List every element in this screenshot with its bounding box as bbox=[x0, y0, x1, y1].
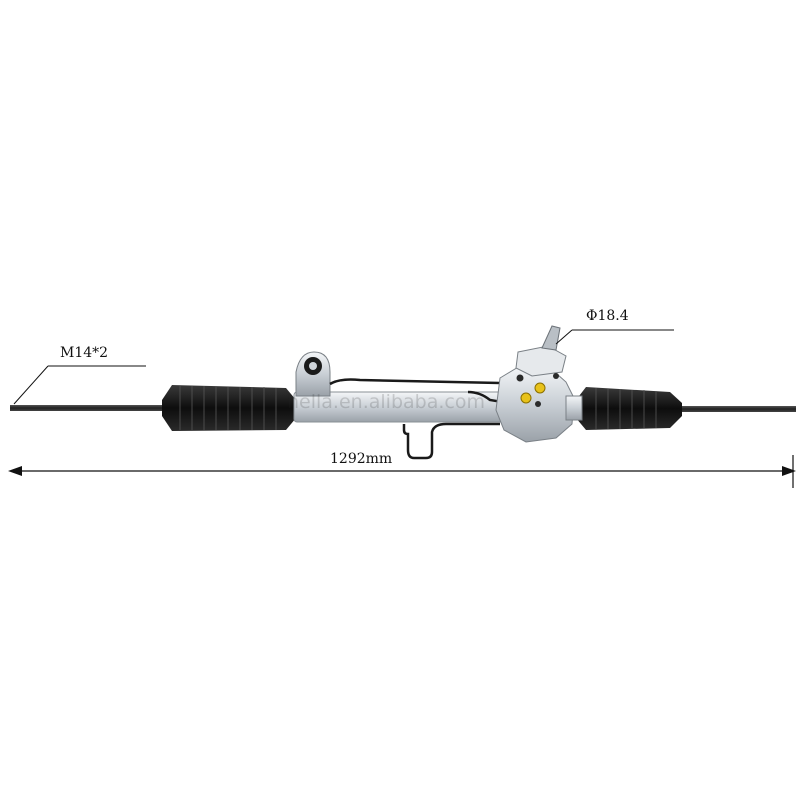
mount-bracket bbox=[295, 351, 331, 397]
left-bellows-boot bbox=[162, 385, 296, 431]
watermark-text: hella.en.alibaba.com bbox=[287, 391, 485, 413]
overall-length-dimension bbox=[8, 455, 796, 488]
diameter-leader bbox=[555, 329, 674, 345]
valve-body bbox=[495, 325, 575, 443]
right-bellows-boot bbox=[576, 387, 682, 430]
right-sleeve bbox=[565, 395, 583, 421]
overall-length-label: 1292mm bbox=[330, 451, 393, 467]
thread-leader bbox=[13, 365, 146, 405]
shaft-diameter-label: Φ18.4 bbox=[586, 308, 629, 324]
left-tie-rod bbox=[10, 405, 165, 411]
thread-size-label: M14*2 bbox=[60, 345, 109, 361]
right-tie-rod bbox=[668, 406, 796, 412]
